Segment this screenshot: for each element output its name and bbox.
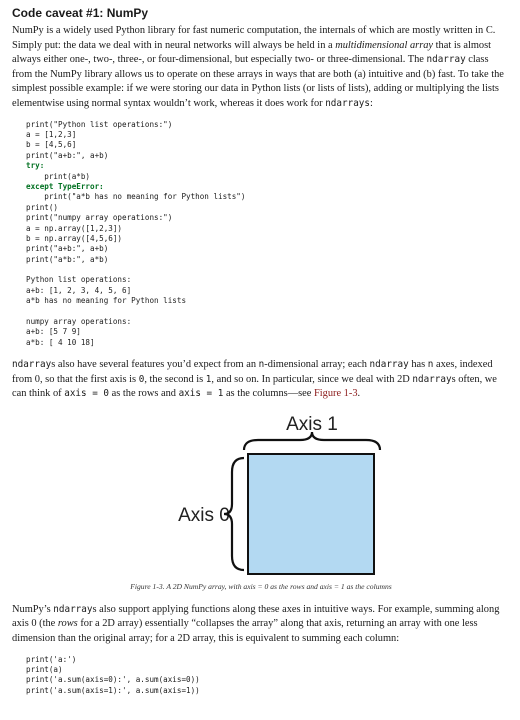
text-run: that is almost always either one-, two-,…	[12, 39, 492, 66]
text-run: -dimensional array; each	[264, 359, 370, 371]
text-run: as the rows and	[109, 388, 179, 400]
axis0-brace	[223, 456, 245, 571]
inline-code: 0	[138, 373, 145, 385]
code-line: try:	[26, 161, 45, 171]
code-line: b = [4,5,6]	[26, 140, 77, 150]
emphasis: rows	[57, 618, 78, 630]
section-heading: Code caveat #1: NumPy	[12, 6, 149, 20]
inline-code: n	[427, 359, 434, 371]
text-run: NumPy is a widely used Python library fo…	[12, 25, 496, 51]
axis0-label: Axis 0	[178, 505, 230, 526]
text-run: , the second is	[144, 373, 206, 385]
code-line: print("Python list operations:")	[26, 119, 173, 129]
intro-paragraph: NumPy is a widely used Python library fo…	[12, 24, 510, 112]
code-block-sum: print('a:') print(a) print('a.sum(axis=0…	[26, 655, 510, 697]
figure-link[interactable]: Figure 1-3	[313, 388, 358, 400]
text-run: :	[369, 97, 373, 109]
output-line: a*b: [ 4 10 18]	[26, 337, 95, 347]
figure-caption: Figure 1-3. A 2D NumPy array, with axis …	[130, 581, 392, 591]
figure-2d-array: Axis 1 Axis 0	[12, 410, 508, 578]
spacer	[12, 348, 510, 358]
axis1-label: Axis 1	[286, 414, 338, 435]
code-line: print("a+b:", a+b)	[26, 150, 109, 160]
axes-paragraph: ndarrays also have several features you’…	[12, 358, 510, 402]
code-line: a = [1,2,3]	[26, 129, 77, 139]
code-line: print()	[26, 202, 59, 212]
inline-code: n	[258, 359, 265, 371]
code-line: print("numpy array operations:")	[26, 213, 173, 223]
code-block-list-vs-numpy: print("Python list operations:") a = [1,…	[26, 120, 510, 266]
code-line: print(a*b)	[26, 171, 91, 181]
text-run: s also support applying functions along …	[12, 603, 500, 630]
inline-code: ndarrays	[325, 97, 370, 109]
text-run: for a 2D array) essentially “collapses t…	[12, 618, 478, 645]
array-square	[247, 452, 375, 575]
inline-code: ndarray	[426, 54, 466, 66]
text-run: NumPy’s	[12, 603, 54, 615]
code-line: except TypeError:	[26, 182, 104, 191]
text-run: .	[357, 388, 361, 400]
axis1-brace	[242, 431, 382, 450]
text-run: , and so on. In particular, since we dea…	[211, 373, 413, 385]
sum-paragraph: NumPy’s ndarrays also support applying f…	[12, 603, 510, 647]
inline-code: ndarray	[53, 603, 93, 615]
output-line: a+b: [5 7 9]	[26, 327, 81, 337]
inline-code: 1	[205, 373, 212, 385]
code-line: b = np.array([4,5,6])	[26, 234, 123, 244]
inline-code: ndarray	[412, 373, 452, 385]
spacer	[12, 265, 510, 275]
text-run: s often, we can think of	[12, 373, 497, 400]
inline-code: ndarray	[12, 359, 52, 371]
output-line: a*b has no meaning for Python lists	[26, 296, 187, 306]
text-run: as the columns—see	[223, 388, 314, 400]
output-line: numpy array operations:	[26, 316, 132, 326]
code-output-block: Python list operations: a+b: [1, 2, 3, 4…	[26, 275, 510, 348]
inline-code: axis = 0	[64, 388, 110, 400]
text-run: s also have several features you’d expec…	[51, 359, 259, 371]
text-run: class from the NumPy library allows us t…	[12, 54, 504, 109]
inline-code: ndarray	[369, 359, 409, 371]
code-line: print('a.sum(axis=0):', a.sum(axis=0))	[26, 675, 200, 685]
code-line: print("a*b:", a*b)	[26, 254, 109, 264]
code-line: print(a)	[26, 665, 63, 675]
code-line: print('a.sum(axis=1):', a.sum(axis=1))	[26, 685, 200, 695]
figure-svg: Axis 1 Axis 0	[178, 414, 382, 575]
text-run: axes, indexed from 0, so that the first …	[12, 359, 493, 385]
code-line: print('a:')	[26, 654, 77, 664]
inline-code: axis = 1	[178, 388, 224, 400]
text-run: has	[408, 359, 428, 371]
code-line: print("a*b has no meaning for Python lis…	[26, 192, 246, 202]
output-line: Python list operations:	[26, 275, 132, 285]
output-line: a+b: [1, 2, 3, 4, 5, 6]	[26, 285, 132, 295]
code-line: print("a+b:", a+b)	[26, 244, 109, 254]
emphasis: multidimensional array	[335, 39, 434, 51]
code-line: a = np.array([1,2,3])	[26, 223, 123, 233]
